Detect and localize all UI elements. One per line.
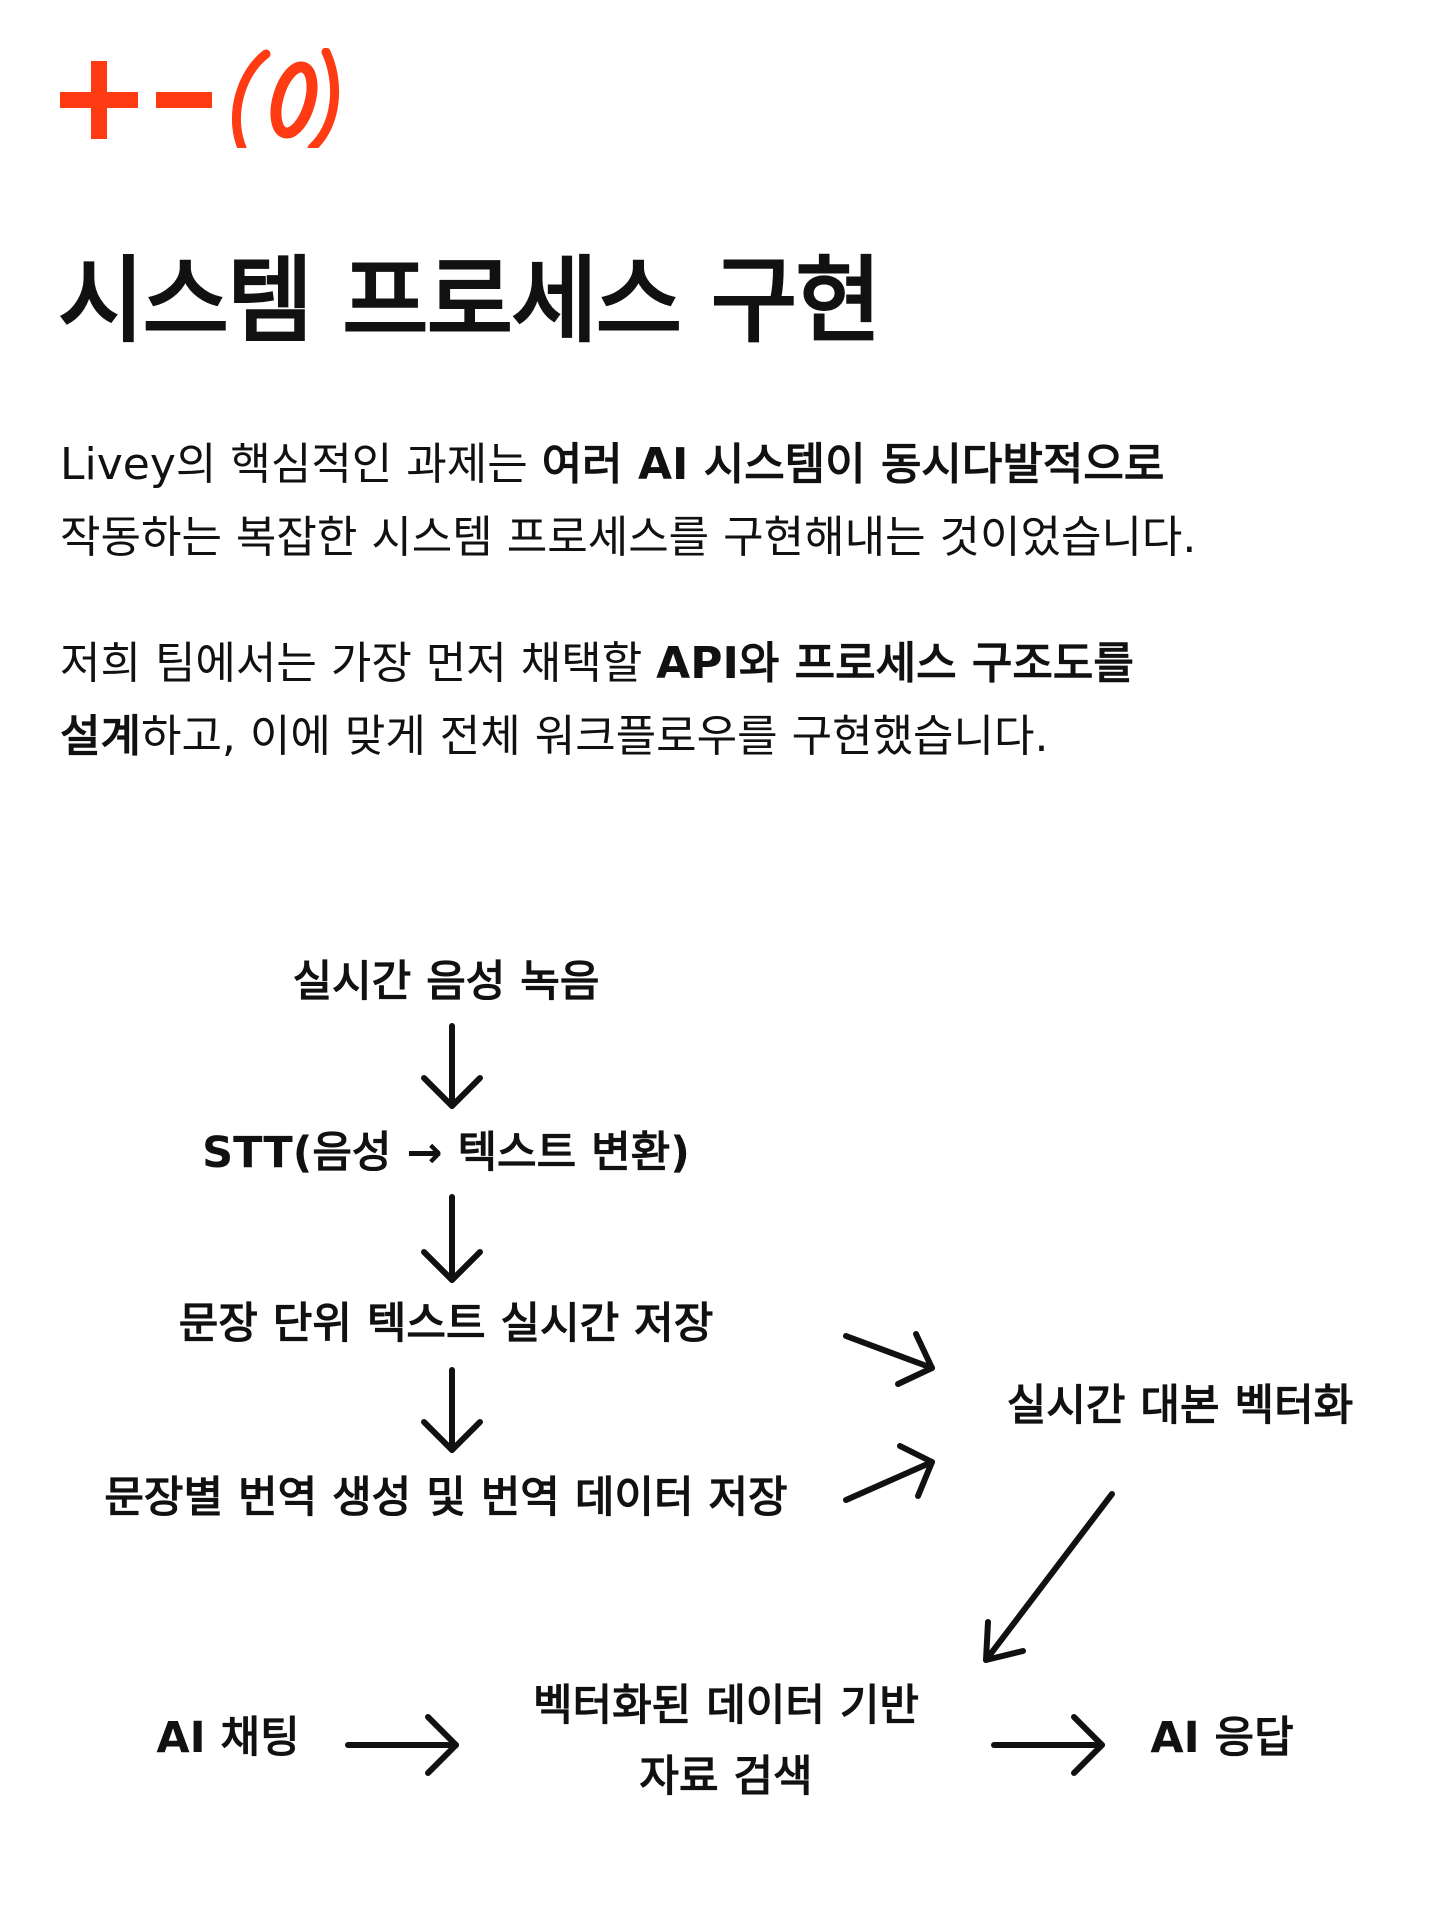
down-arrow-icon: [421, 1367, 483, 1453]
design-text-1: 저희 팀에서는 가장 먼저 채택할: [60, 638, 657, 689]
step-ai-chat: AI 채팅: [156, 1713, 299, 1763]
step-vector-search-line2: 자료 검색: [639, 1752, 812, 1802]
step-vector-search-line1: 벡터화된 데이터 기반: [533, 1681, 919, 1731]
step-ai-response: AI 응답: [1150, 1713, 1293, 1763]
design-text-2: 하고, 이에 맞게 전체 워크플로우를 구현했습니다.: [140, 711, 1049, 762]
page-title: 시스템 프로세스 구현: [58, 247, 882, 356]
brand-logo: [60, 48, 340, 148]
design-highlight-1: API와 프로세스 구조도를: [656, 638, 1134, 689]
diagonal-arrow-icon: [843, 1331, 935, 1387]
down-arrow-icon: [421, 1023, 483, 1109]
intro-text-2: 작동하는 복잡한 시스템 프로세스를 구현해내는 것이었습니다.: [60, 512, 1197, 563]
right-arrow-icon: [345, 1714, 459, 1776]
down-arrow-icon: [421, 1194, 483, 1283]
diagonal-arrow-icon: [843, 1443, 935, 1503]
step-recording: 실시간 음성 녹음: [293, 957, 600, 1007]
diagonal-arrow-icon: [983, 1491, 1115, 1663]
step-sentence-save: 문장 단위 텍스트 실시간 저장: [179, 1299, 714, 1349]
right-arrow-icon: [991, 1714, 1105, 1776]
intro-highlight-1: 여러 AI 시스템이 동시다발적으로: [541, 439, 1165, 490]
step-translation: 문장별 번역 생성 및 번역 데이터 저장: [104, 1473, 787, 1523]
step-stt: STT(음성 → 텍스트 변환): [202, 1128, 690, 1178]
step-vectorize: 실시간 대본 벡터화: [1007, 1381, 1353, 1431]
design-paragraph: 저희 팀에서는 가장 먼저 채택할 API와 프로세스 구조도를 설계하고, 이…: [60, 627, 1134, 773]
design-highlight-2: 설계: [60, 711, 141, 762]
intro-paragraph: Livey의 핵심적인 과제는 여러 AI 시스템이 동시다발적으로 작동하는 …: [60, 428, 1196, 574]
intro-text-1: Livey의 핵심적인 과제는: [60, 439, 542, 490]
